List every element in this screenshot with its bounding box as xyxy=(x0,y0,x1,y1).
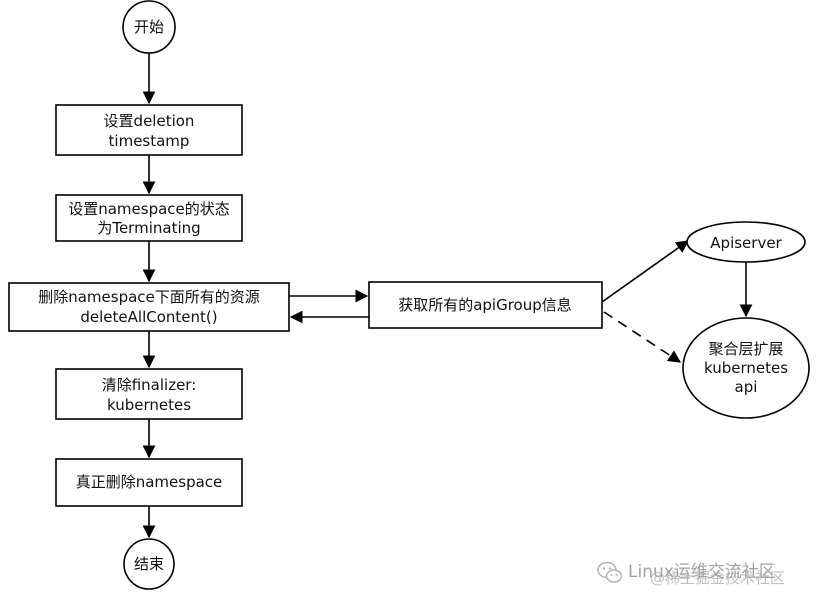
node-delete-content: 删除namespace下面所有的资源 deleteAllContent() xyxy=(8,282,290,332)
node-start: 开始 xyxy=(122,0,176,54)
wechat-icon xyxy=(597,561,623,583)
node-clear-finalizer: 清除finalizer: kubernetes xyxy=(55,368,243,420)
node-aggregator-line3: api xyxy=(735,378,758,396)
node-apiserver: Apiserver xyxy=(686,221,806,263)
node-aggregator-line2: kubernetes xyxy=(704,359,788,377)
node-end: 结束 xyxy=(123,538,175,590)
node-delete-content-line2: deleteAllContent() xyxy=(80,308,217,326)
node-clear-finalizer-line2: kubernetes xyxy=(107,396,191,414)
node-apiserver-label: Apiserver xyxy=(710,234,782,252)
node-set-deletion: 设置deletion timestamp xyxy=(55,104,243,156)
node-delete-content-line1: 删除namespace下面所有的资源 xyxy=(38,288,260,306)
watermark-line2: @稀土掘金技术社区 xyxy=(650,569,786,587)
node-aggregator-line1: 聚合层扩展 xyxy=(708,340,783,358)
node-set-deletion-line2: timestamp xyxy=(109,132,190,150)
node-clear-finalizer-line1: 清除finalizer: xyxy=(102,376,197,394)
node-get-groups: 获取所有的apiGroup信息 xyxy=(368,281,603,329)
node-end-label: 结束 xyxy=(134,555,164,573)
node-real-delete: 真正删除namespace xyxy=(55,458,243,507)
edge-get-groups-to-apiserver xyxy=(601,240,690,303)
node-set-status-line1: 设置namespace的状态 xyxy=(68,200,230,218)
edges xyxy=(142,52,753,539)
node-real-delete-label: 真正删除namespace xyxy=(76,473,223,491)
edge-get-groups-to-aggregator xyxy=(603,311,682,363)
node-set-deletion-line1: 设置deletion xyxy=(104,112,195,130)
node-set-status: 设置namespace的状态 为Terminating xyxy=(55,194,243,242)
watermark-line1: Linux运维交流社区 xyxy=(628,562,776,582)
node-aggregator: 聚合层扩展 kubernetes api xyxy=(682,317,810,419)
watermark: Linux运维交流社区 @稀土掘金技术社区 xyxy=(596,556,808,590)
node-get-groups-label: 获取所有的apiGroup信息 xyxy=(398,296,572,314)
node-set-status-line2: 为Terminating xyxy=(97,219,200,237)
node-start-label: 开始 xyxy=(134,18,164,36)
